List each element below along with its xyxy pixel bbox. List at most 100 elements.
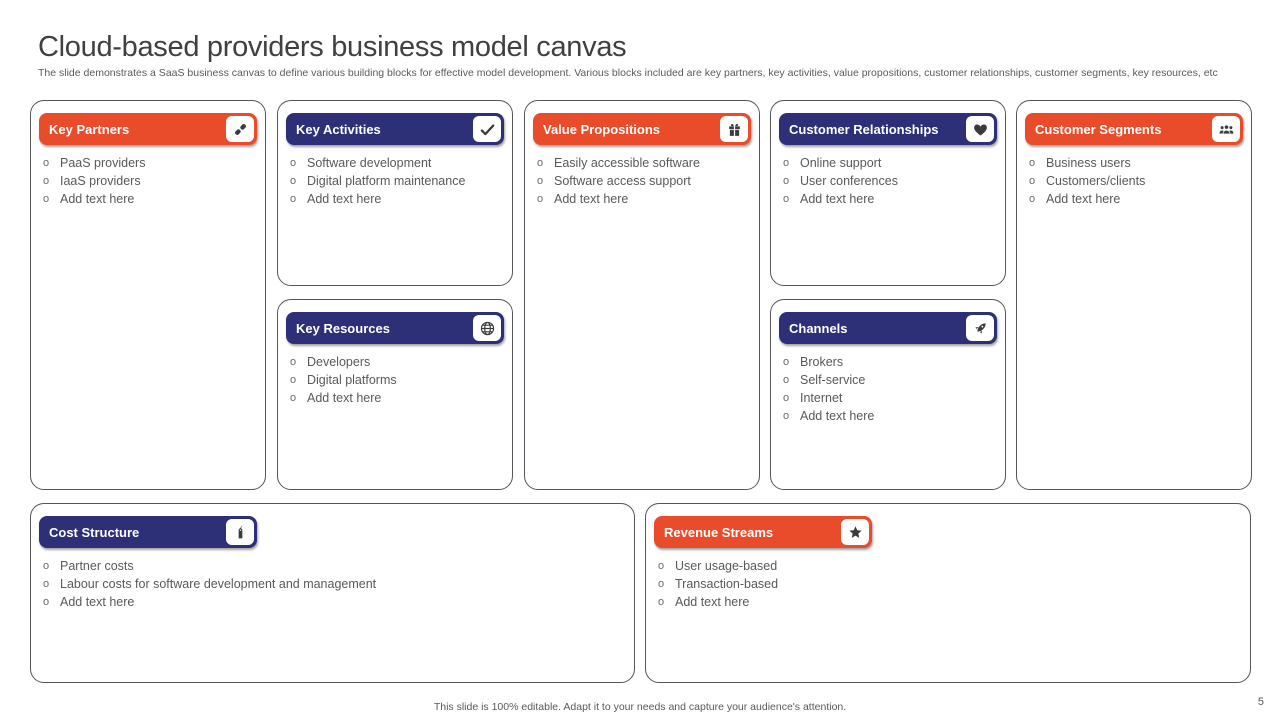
bullet: o xyxy=(537,157,544,169)
key-resources-header: Key Resources xyxy=(286,312,504,344)
list-item-text: Transaction-based xyxy=(675,577,779,591)
list-item: o Add text here xyxy=(783,190,995,208)
gift-icon xyxy=(720,116,748,142)
bullet: o xyxy=(290,356,297,368)
list-item: o Software access support xyxy=(537,172,749,190)
bullet: o xyxy=(658,596,665,608)
list-item-text: Add text here xyxy=(800,409,875,423)
list-item-text: Software access support xyxy=(554,174,691,188)
list-item-text: User usage-based xyxy=(675,559,778,573)
list-item: o Transaction-based xyxy=(658,575,1240,593)
link-icon xyxy=(226,116,254,142)
list-item: o Add text here xyxy=(658,593,1240,611)
list-item: o Add text here xyxy=(43,593,624,611)
list-item-text: Digital platforms xyxy=(307,373,397,387)
bullet: o xyxy=(43,578,50,590)
globe-icon xyxy=(473,315,501,341)
bullet: o xyxy=(290,175,297,187)
list-item-text: User conferences xyxy=(800,174,898,188)
list-item-text: Add text here xyxy=(60,595,135,609)
bullet: o xyxy=(783,392,790,404)
bullet: o xyxy=(658,578,665,590)
list-item: o Add text here xyxy=(43,190,255,208)
list-item-text: IaaS providers xyxy=(60,174,141,188)
list-item-text: PaaS providers xyxy=(60,156,146,170)
value-propositions-title: Value Propositions xyxy=(543,121,661,137)
bullet: o xyxy=(43,596,50,608)
bullet: o xyxy=(290,193,297,205)
list-item: o Digital platform maintenance xyxy=(290,172,502,190)
page-title: Cloud-based providers business model can… xyxy=(38,31,627,64)
page-subtitle: The slide demonstrates a SaaS business c… xyxy=(38,66,1218,79)
bullet: o xyxy=(537,193,544,205)
list-item: o Labour costs for software development a… xyxy=(43,575,624,593)
list-item: o Add text here xyxy=(290,389,502,407)
price-tag-icon xyxy=(226,519,254,545)
page-number: 5 xyxy=(1257,696,1264,708)
list-item: o Brokers xyxy=(783,353,995,371)
key-partners-header: Key Partners xyxy=(39,113,257,145)
customer-relationships-card: Customer Relationships o Online support o… xyxy=(770,100,1006,286)
channels-header: Channels xyxy=(779,312,997,344)
revenue-streams-title: Revenue Streams xyxy=(664,524,774,540)
list-item: o PaaS providers xyxy=(43,154,255,172)
bullet: o xyxy=(43,157,50,169)
star-icon xyxy=(841,519,869,545)
rocket-icon xyxy=(966,315,994,341)
bullet: o xyxy=(290,392,297,404)
bullet: o xyxy=(43,193,50,205)
list-item-text: Labour costs for software development an… xyxy=(60,577,377,591)
revenue-streams-card: Revenue Streams o User usage-based o Trans… xyxy=(645,503,1251,683)
key-resources-title: Key Resources xyxy=(296,320,390,336)
bullet: o xyxy=(783,374,790,386)
list-item-text: Add text here xyxy=(800,192,875,206)
list-item-text: Customers/clients xyxy=(1046,174,1146,188)
bullet: o xyxy=(783,193,790,205)
bullet: o xyxy=(783,410,790,422)
list-item-text: Business users xyxy=(1046,156,1131,170)
list-item-text: Digital platform maintenance xyxy=(307,174,466,188)
bullet: o xyxy=(783,356,790,368)
list-item-text: Add text here xyxy=(675,595,750,609)
list-item: o Internet xyxy=(783,389,995,407)
list-item-text: Software development xyxy=(307,156,432,170)
bullet: o xyxy=(783,157,790,169)
check-icon xyxy=(473,116,501,142)
list-item-text: Add text here xyxy=(60,192,135,206)
bullet: o xyxy=(537,175,544,187)
value-propositions-header: Value Propositions xyxy=(533,113,751,145)
list-item-text: Brokers xyxy=(800,355,844,369)
list-item-text: Partner costs xyxy=(60,559,134,573)
bullet: o xyxy=(290,157,297,169)
list-item-text: Add text here xyxy=(307,391,382,405)
heart-icon xyxy=(966,116,994,142)
list-item-text: Internet xyxy=(800,391,843,405)
revenue-streams-header: Revenue Streams xyxy=(654,516,872,548)
customer-relationships-title: Customer Relationships xyxy=(789,121,939,137)
key-activities-title: Key Activities xyxy=(296,121,381,137)
list-item-text: Online support xyxy=(800,156,882,170)
key-activities-header: Key Activities xyxy=(286,113,504,145)
list-item-text: Add text here xyxy=(307,192,382,206)
bullet: o xyxy=(290,374,297,386)
bullet: o xyxy=(783,175,790,187)
